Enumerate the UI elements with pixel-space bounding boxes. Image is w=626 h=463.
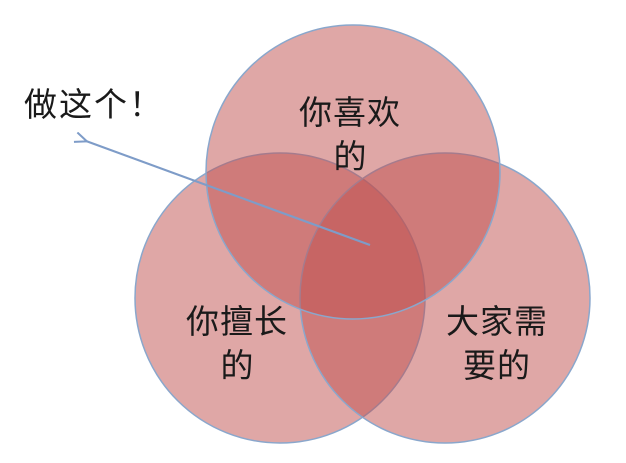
circle-like-label-line1: 你喜欢 [299, 93, 401, 132]
arrow-to-callout [86, 141, 371, 247]
callout-text: 做这个！ [24, 85, 164, 124]
circle-needed-label-line2: 要的 [463, 346, 531, 385]
circle-like [205, 24, 501, 320]
circle-good-at-label-line2: 的 [221, 346, 254, 385]
circle-good-at-label-line1: 你擅长 [186, 302, 288, 341]
circle-needed-label-line1: 大家需 [446, 302, 548, 341]
circle-like-label-line2: 的 [334, 137, 367, 176]
